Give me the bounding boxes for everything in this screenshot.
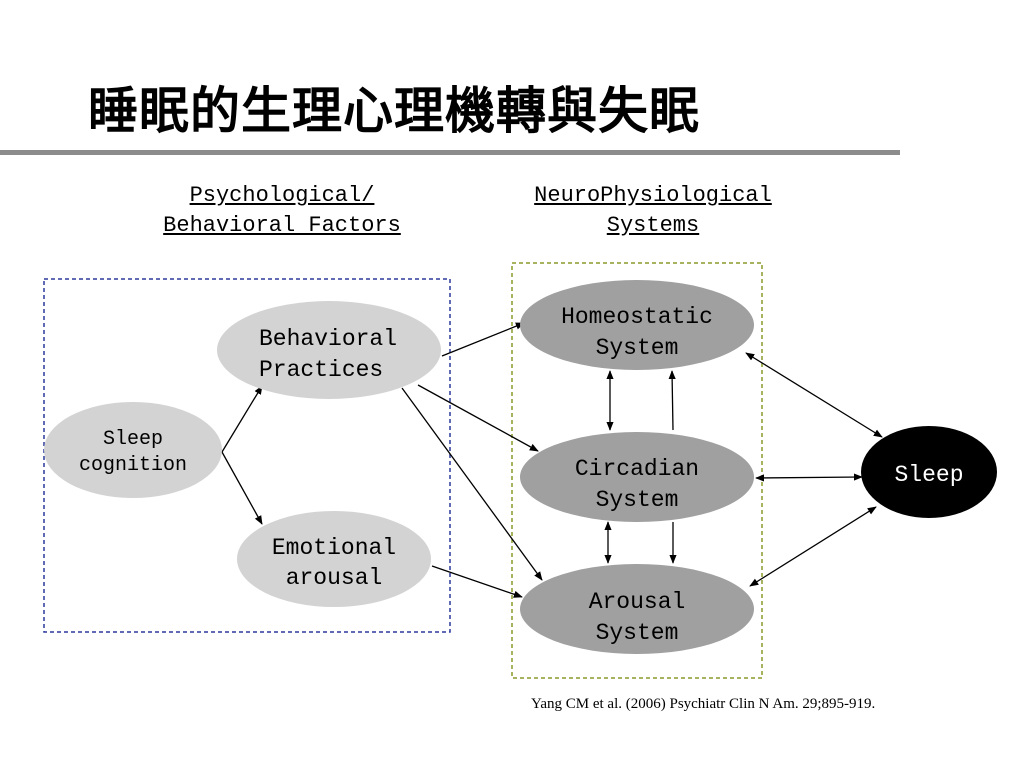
psychological-group-box [43, 278, 451, 633]
sleep-label: Sleep [894, 462, 963, 488]
neurophysiological-systems-heading: NeuroPhysiological Systems [532, 181, 774, 241]
arousal-system-line-2: System [596, 620, 679, 646]
node-homeostatic-system: Homeostatic System [520, 280, 754, 370]
arrows [221, 322, 883, 598]
arrow-homeostatic-sleep-bidirectional [745, 352, 883, 438]
arrow-circadian-sleep-bidirectional [755, 473, 863, 482]
neurophysiological-group-box [511, 262, 763, 679]
title-divider [0, 150, 900, 155]
neuro-heading-line-1: NeuroPhysiological [534, 183, 772, 208]
arousal-system-line-1: Arousal [589, 589, 686, 615]
arrow-behavioral-to-circadian [417, 384, 539, 452]
arrow-cognition-to-behavioral [221, 385, 263, 453]
node-circadian-system: Circadian System [520, 432, 754, 522]
circadian-system-line-2: System [596, 487, 679, 513]
behavioral-practices-line-2: Practices [259, 357, 383, 383]
sleep-cognition-line-1: Sleep [103, 428, 163, 451]
arrow-emotional-to-arousal [431, 565, 523, 598]
psychological-heading-line-2: Behavioral Factors [163, 213, 401, 238]
psychological-factors-heading: Psychological/ Behavioral Factors [162, 181, 402, 241]
node-sleep: Sleep [861, 426, 997, 518]
node-behavioral-practices: Behavioral Practices [217, 301, 441, 399]
arrow-cognition-to-emotional [221, 451, 263, 525]
node-arousal-system: Arousal System [520, 564, 754, 654]
emotional-arousal-line-1: Emotional [272, 535, 396, 561]
sleep-cognition-line-2: cognition [79, 454, 187, 477]
arrow-circadian-to-homeostatic [668, 370, 676, 431]
arrow-behavioral-to-homeostatic [441, 322, 525, 357]
homeostatic-system-line-2: System [596, 335, 679, 361]
citation: Yang CM et al. (2006) Psychiatr Clin N A… [531, 696, 876, 712]
page-title: 睡眠的生理心理機轉與失眠 [88, 81, 700, 140]
circadian-system-line-1: Circadian [575, 456, 699, 482]
neuro-heading-line-2: Systems [606, 213, 700, 238]
node-sleep-cognition: Sleep cognition [44, 402, 222, 498]
behavioral-practices-line-1: Behavioral [259, 326, 397, 352]
arrow-arousal-sleep-bidirectional [749, 506, 877, 587]
node-emotional-arousal: Emotional arousal [237, 511, 431, 607]
homeostatic-system-line-1: Homeostatic [561, 304, 713, 330]
psychological-heading-line-1: Psychological/ [189, 183, 375, 208]
emotional-arousal-line-2: arousal [286, 565, 383, 591]
arrow-behavioral-to-arousal [401, 387, 543, 581]
